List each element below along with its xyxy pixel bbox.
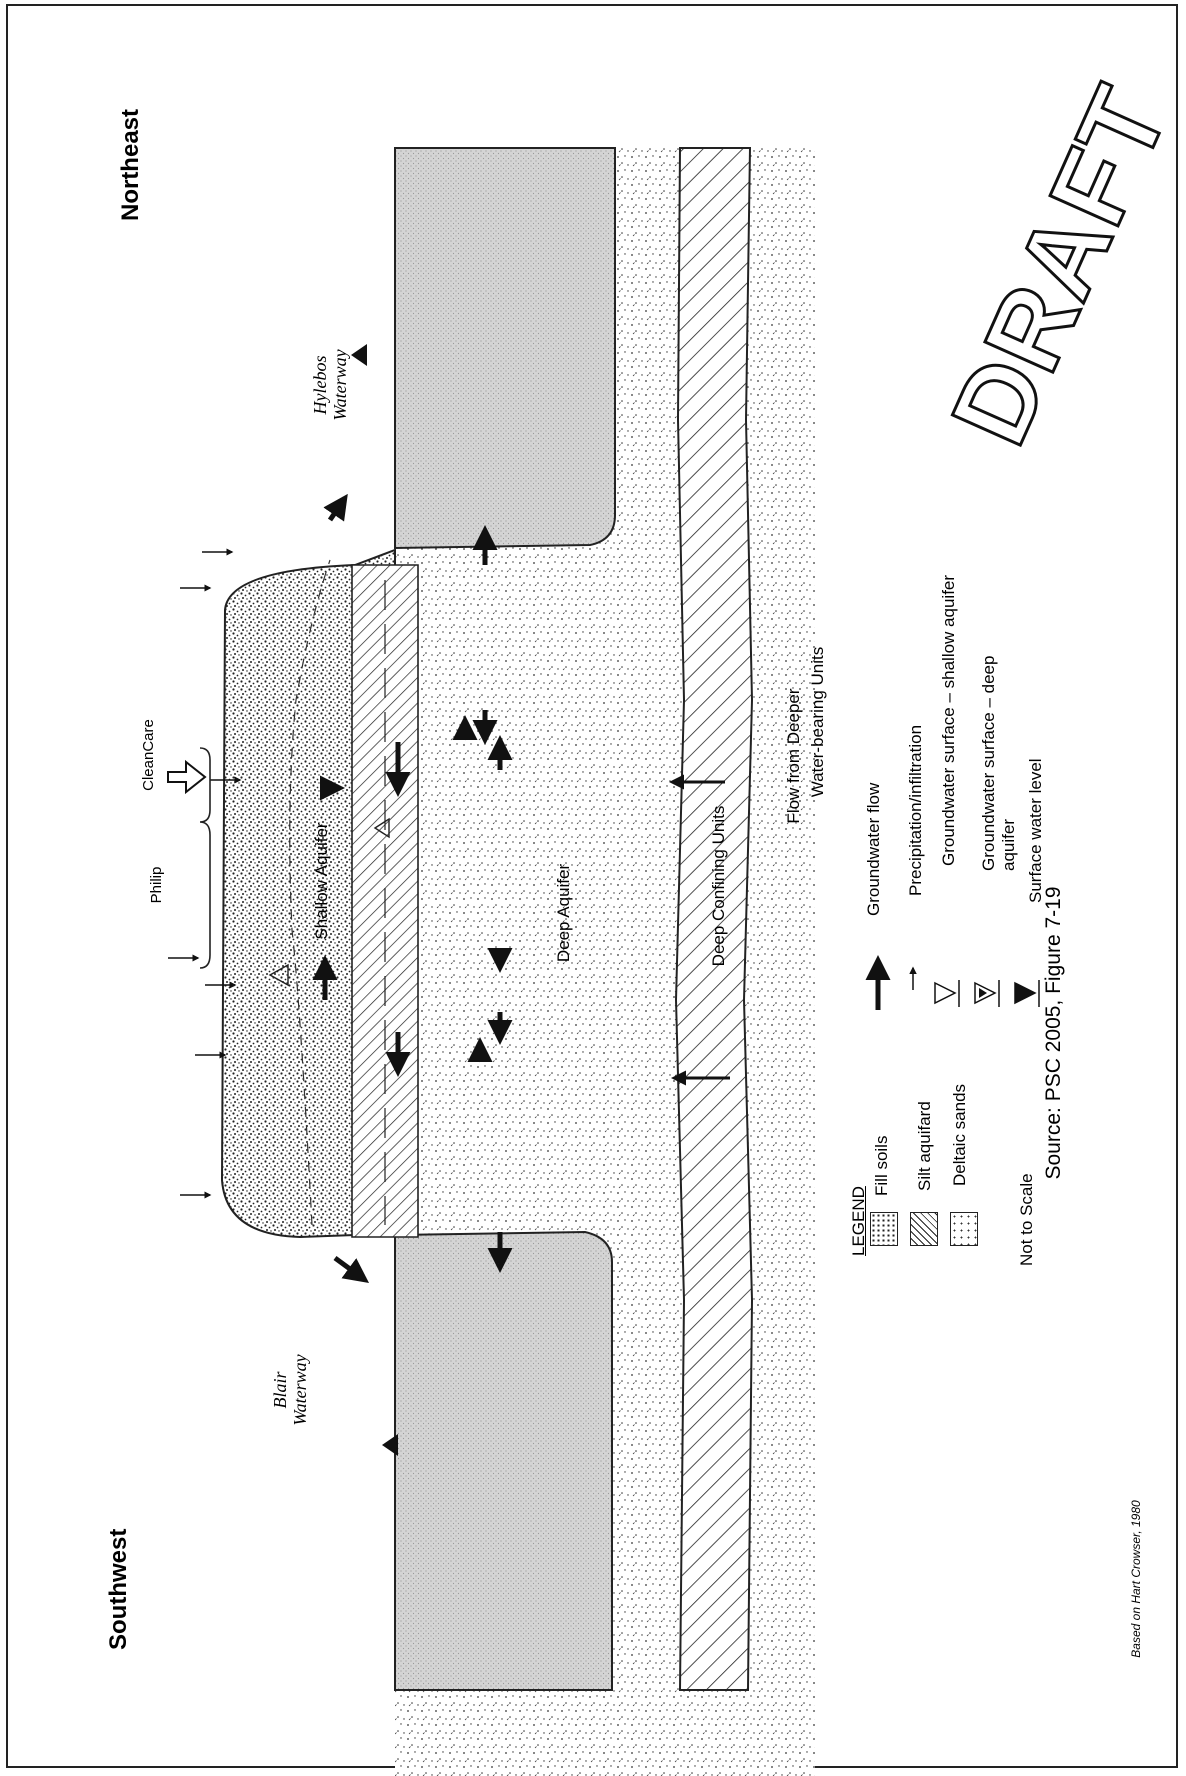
shallow-aquifer-label: Shallow Aquifer	[312, 801, 334, 961]
legend-title: LEGEND	[849, 1176, 871, 1256]
source-caption: Source: PSC 2005, Figure 7-19	[1042, 853, 1068, 1213]
flow-from-deeper-line1: Flow from Deeper	[784, 676, 806, 836]
legend-label-gw-shallow: Groundwater surface – shallow aquifer	[939, 566, 961, 866]
legend-swatch-fill	[870, 1212, 898, 1246]
legend-label-groundwater-flow: Groundwater flow	[864, 766, 886, 916]
legend-label-deltaic-sands: Deltaic sands	[950, 1056, 972, 1186]
draft-watermark: DRAFT	[924, 51, 1186, 479]
legend-label-gw-deep: Groundwater surface – deep aquifer	[979, 601, 1001, 871]
direction-northeast: Northeast	[117, 105, 147, 225]
legend-label-precipitation: Precipitation/infiltration	[906, 686, 928, 896]
deep-confining-units-label: Deep Confining Units	[709, 786, 731, 986]
cleancare-label: CleanCare	[140, 700, 160, 810]
blair-label-line1: Blair	[270, 1345, 290, 1435]
flow-from-deeper-line2: Water-bearing Units	[808, 617, 830, 827]
legend-swatch-silt	[910, 1212, 938, 1246]
legend-symbols	[855, 920, 935, 1180]
blair-label-line2: Waterway	[290, 1345, 310, 1435]
philip-label: Philip	[148, 845, 168, 925]
hylebos-label-line1: Hylebos	[310, 340, 330, 430]
deep-aquifer-label: Deep Aquifer	[554, 848, 576, 978]
based-on-credit: Based on Hart Crowser, 1980	[1129, 1449, 1147, 1709]
hylebos-label-line2: Waterway	[330, 340, 350, 430]
legend-swatch-deltaic	[950, 1212, 978, 1246]
not-to-scale-label: Not to Scale	[1017, 1146, 1039, 1266]
direction-southwest: Southwest	[105, 1530, 135, 1650]
